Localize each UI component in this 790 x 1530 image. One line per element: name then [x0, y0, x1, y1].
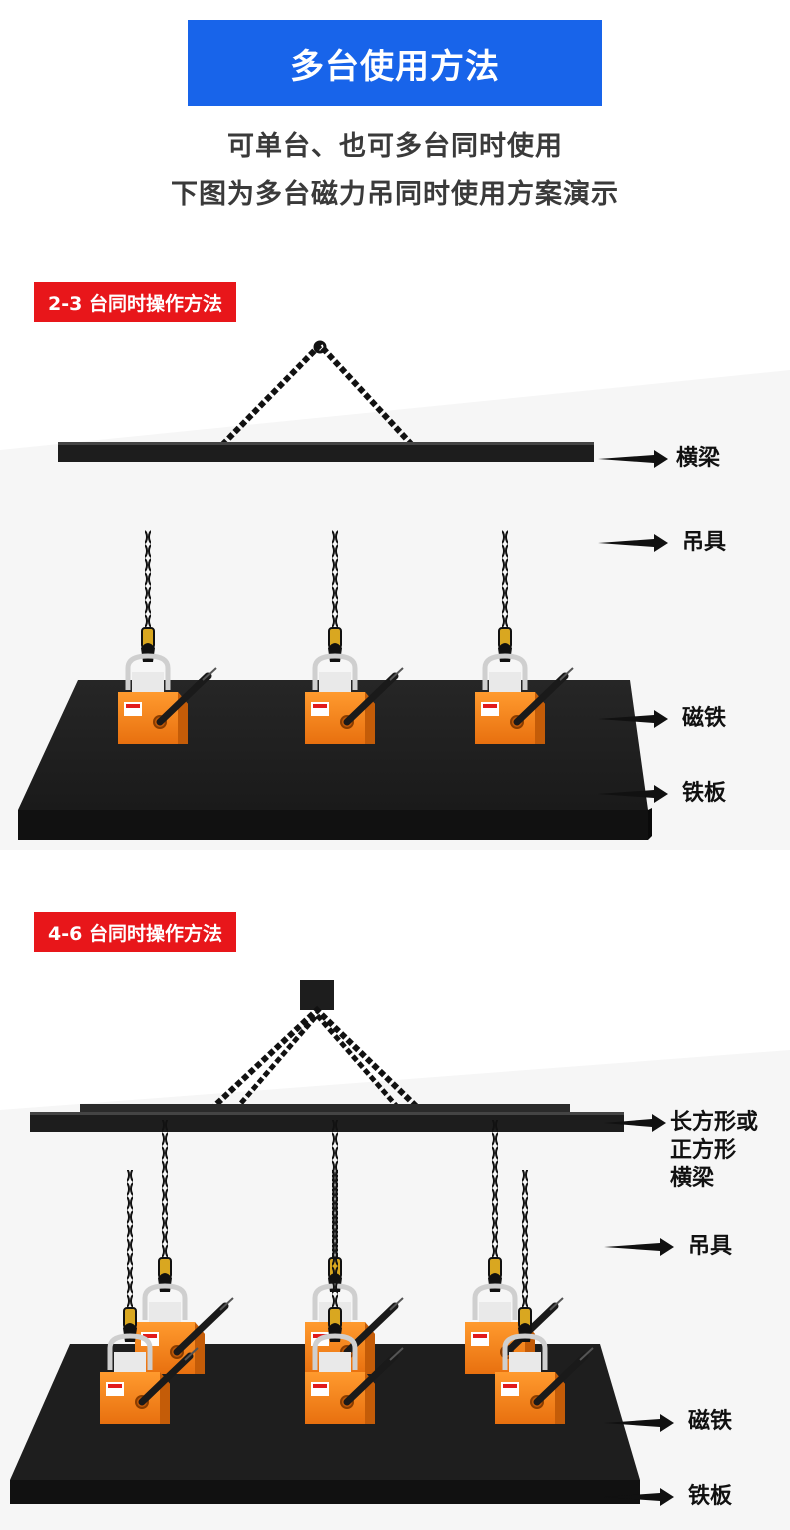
arrow-rigging-icon — [598, 534, 668, 552]
section-tag-4-6: 4-6 台同时操作方法 — [34, 912, 236, 952]
label-plate-2: 铁板 — [688, 1484, 733, 1509]
arrow-magnet-icon — [598, 710, 668, 728]
label-beam: 横梁 — [676, 446, 721, 471]
label-rigging: 吊具 — [682, 530, 727, 555]
section-tag-2-3: 2-3 台同时操作方法 — [34, 282, 236, 322]
arrow-plate-icon — [598, 785, 668, 803]
arrow-magnet-2-icon — [604, 1414, 674, 1432]
page-title: 多台使用方法 — [290, 46, 500, 87]
illustration-2-3-magnets — [0, 330, 790, 860]
label-rigging-2: 吊具 — [688, 1234, 733, 1259]
arrow-plate-2-icon — [604, 1488, 674, 1506]
arrow-rigging-2-icon — [604, 1238, 674, 1256]
subtitle-line-2: 下图为多台磁力吊同时使用方案演示 — [171, 179, 619, 210]
title-banner: 多台使用方法 — [188, 20, 602, 106]
label-magnet: 磁铁 — [682, 706, 727, 731]
subtitle-line-1: 可单台、也可多台同时使用 — [227, 131, 563, 162]
label-beam-line-3: 横梁 — [670, 1166, 715, 1191]
arrow-beam-icon — [598, 450, 668, 468]
arrow-beam-2-icon — [604, 1114, 666, 1132]
label-beam-line-1: 长方形或 — [670, 1110, 759, 1135]
label-beam-line-2: 正方形 — [670, 1138, 737, 1163]
label-plate: 铁板 — [682, 781, 727, 806]
illustration-4-6-magnets — [0, 960, 790, 1530]
label-magnet-2: 磁铁 — [688, 1409, 733, 1434]
label-rect-square-beam: 长方形或 正方形 横梁 — [670, 1109, 780, 1193]
